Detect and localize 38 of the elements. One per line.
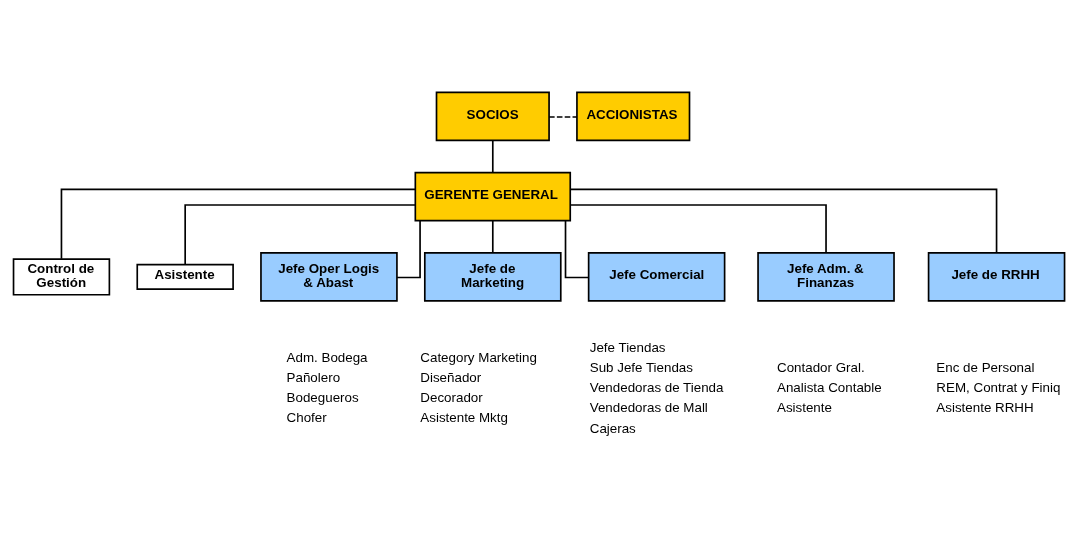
node-box: Control de Gestión — [12, 257, 111, 296]
node-label: Contador Gral. — [777, 359, 865, 375]
connector — [548, 115, 578, 118]
node-box: Jefe Oper Logis & Abast — [260, 251, 398, 302]
connector — [569, 188, 998, 253]
node-label: REM, Contrat y Finiq — [936, 379, 1061, 395]
node-box: SOCIOS — [435, 91, 550, 141]
node-label: Cajeras — [589, 420, 636, 436]
connector — [564, 219, 590, 278]
node-box: Jefe Comercial — [587, 251, 726, 302]
node-label: Vendedoras de Mall — [589, 399, 708, 415]
connector — [491, 139, 494, 173]
node-label: Bodegueros — [286, 389, 359, 405]
connector — [60, 188, 416, 260]
node-label: Jefe Tiendas — [589, 339, 666, 355]
connector — [491, 219, 494, 254]
node-box: Jefe de Marketing — [423, 251, 562, 302]
node-label: Enc de Personal — [936, 359, 1035, 375]
connector — [569, 203, 827, 253]
node-label: Vendedoras de Tienda — [589, 379, 724, 395]
node-box: Asistente — [136, 263, 234, 290]
node-label: Chofer — [286, 409, 327, 425]
node-label: Asistente Mktg — [420, 409, 508, 425]
node-label: Adm. Bodega — [286, 349, 368, 365]
node-box: GERENTE GENERAL — [414, 171, 572, 221]
connector — [396, 219, 421, 278]
node-label: Decorador — [420, 389, 483, 405]
node-box: ACCIONISTAS — [576, 91, 691, 141]
node-label: Asistente RRHH — [936, 399, 1034, 415]
node-label: Category Marketing — [420, 349, 537, 365]
node-label: Asistente — [777, 399, 832, 415]
node-box: Jefe de RRHH — [927, 251, 1066, 302]
node-label: Diseñador — [420, 369, 482, 385]
connector — [184, 203, 416, 265]
node-label: Sub Jefe Tiendas — [589, 359, 693, 375]
node-box: Jefe Adm. & Finanzas — [757, 251, 895, 302]
node-label: Pañolero — [286, 369, 341, 385]
node-label: Analista Contable — [777, 379, 882, 395]
